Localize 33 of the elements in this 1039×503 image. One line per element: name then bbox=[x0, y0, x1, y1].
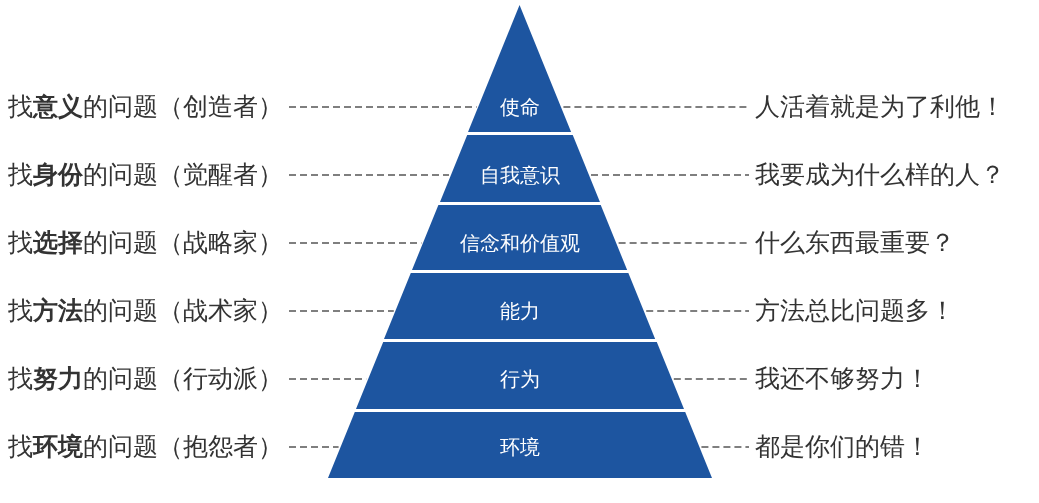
dashed-connector bbox=[288, 174, 450, 176]
dashed-connector bbox=[700, 446, 750, 448]
pyramid-level bbox=[384, 273, 656, 339]
question-text: 找方法的问题（战术家） bbox=[8, 296, 283, 326]
question-text: 找选择的问题（战略家） bbox=[8, 228, 283, 258]
pyramid-level bbox=[412, 205, 628, 270]
level-label: 环境 bbox=[499, 434, 541, 460]
question-text: 找环境的问题（抱怨者） bbox=[8, 432, 283, 462]
question-text: 找努力的问题（行动派） bbox=[8, 364, 283, 394]
question-text: 找身份的问题（觉醒者） bbox=[8, 160, 283, 190]
dashed-connector bbox=[617, 242, 750, 244]
level-label: 自我意识 bbox=[479, 162, 561, 188]
question-text: 找意义的问题（创造者） bbox=[8, 92, 283, 122]
level-label: 能力 bbox=[499, 298, 541, 324]
answer-text: 什么东西最重要？ bbox=[755, 228, 955, 258]
dashed-connector bbox=[288, 310, 395, 312]
level-label: 行为 bbox=[499, 366, 541, 392]
level-label: 使命 bbox=[499, 94, 541, 120]
pyramid-level bbox=[440, 135, 600, 202]
answer-text: 我还不够努力！ bbox=[755, 364, 930, 394]
dashed-connector bbox=[645, 310, 750, 312]
dashed-connector bbox=[590, 174, 750, 176]
dashed-connector bbox=[288, 106, 478, 108]
pyramid-level bbox=[356, 342, 684, 409]
pyramid-level bbox=[468, 5, 572, 132]
pyramid-level bbox=[328, 412, 712, 478]
dashed-connector bbox=[673, 378, 750, 380]
level-label: 信念和价值观 bbox=[459, 230, 581, 256]
answer-text: 我要成为什么样的人？ bbox=[755, 160, 1005, 190]
answer-text: 人活着就是为了利他！ bbox=[755, 92, 1005, 122]
answer-text: 方法总比问题多！ bbox=[755, 296, 955, 326]
dashed-connector bbox=[288, 446, 340, 448]
answer-text: 都是你们的错！ bbox=[755, 432, 930, 462]
